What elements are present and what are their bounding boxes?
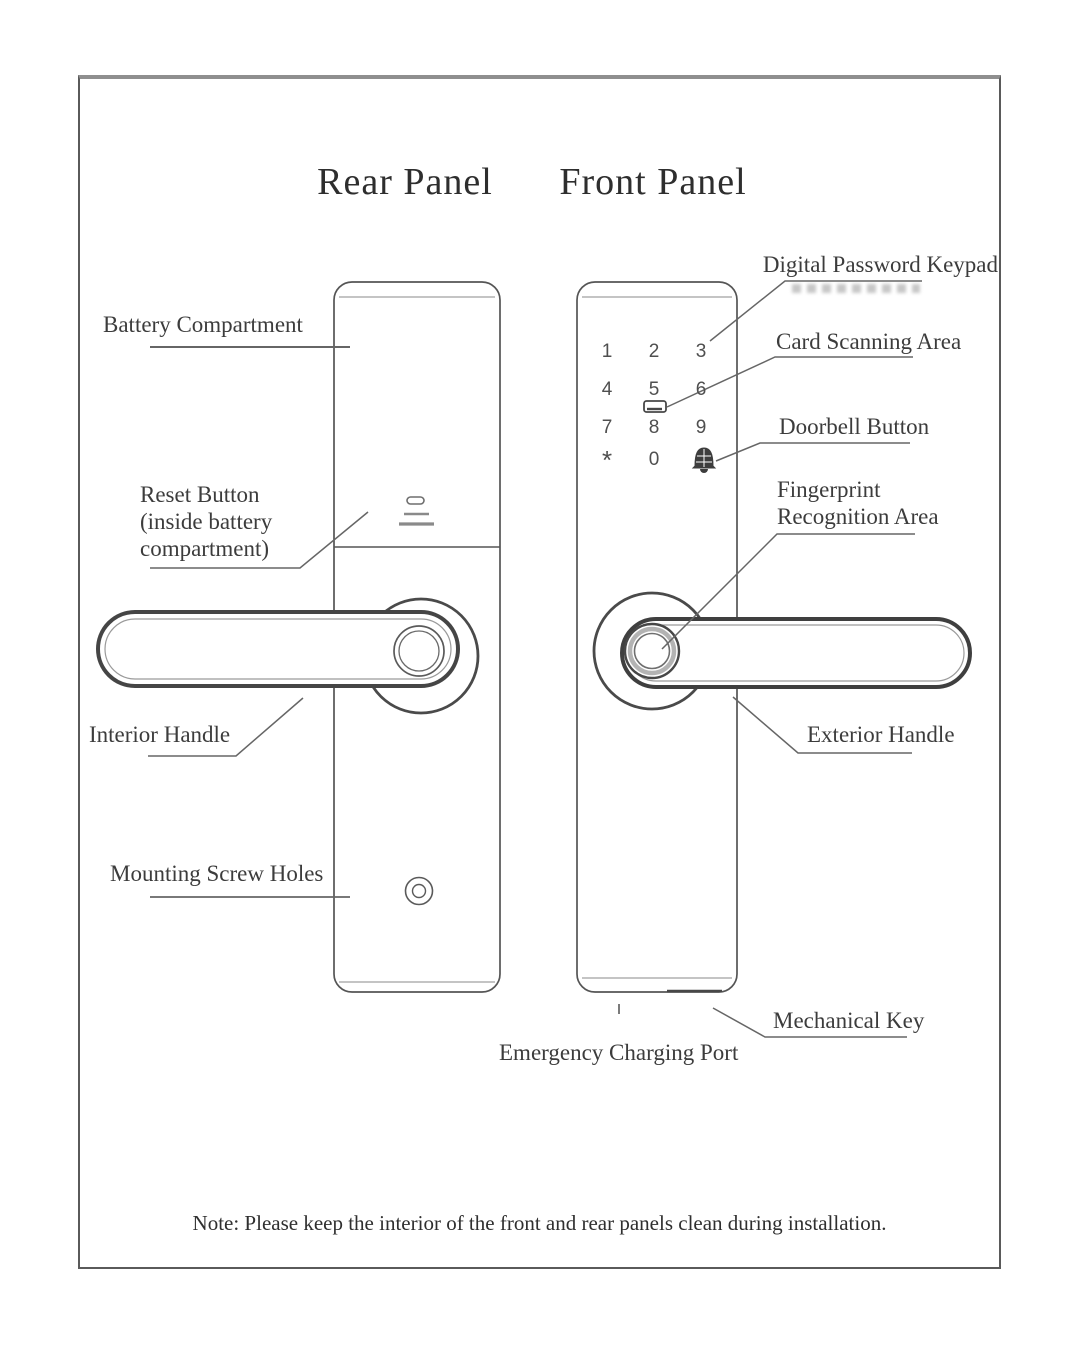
mechanical-key-leader (712, 1007, 907, 1038)
rear-panel (96, 281, 501, 993)
card-icon (643, 400, 667, 413)
doorbell-button-label: Doorbell Button (779, 414, 930, 439)
fingerprint-label-line1: Fingerprint (777, 477, 881, 502)
keypad-leader (709, 280, 922, 342)
keypad-key-2: 2 (648, 341, 660, 362)
mounting-screw-holes-label: Mounting Screw Holes (110, 861, 324, 886)
interior-handle-bar (96, 610, 460, 688)
keypad-key-6: 6 (695, 379, 707, 400)
doorbell-icon (691, 447, 717, 473)
exterior-handle-leader (732, 696, 912, 754)
reset-button-label-line3: compartment) (140, 536, 270, 561)
interior-handle-label: Interior Handle (89, 722, 231, 747)
fingerprint-leader (661, 533, 915, 650)
reset-button-label: Reset Button (inside battery compartment… (140, 481, 272, 562)
keypad-key-9: 9 (695, 417, 707, 438)
fingerprint-label-line2: Recognition Area (777, 504, 939, 529)
keypad-key-3: 3 (695, 341, 707, 362)
interior-handle-bar-inner (104, 618, 452, 680)
keypad-key-5: 5 (648, 379, 660, 400)
interior-handle-shape (96, 597, 480, 715)
thumbturn-outer-ring (393, 625, 445, 677)
keypad-key-0: 0 (648, 449, 660, 470)
keypad-key-1: 1 (601, 341, 613, 362)
emergency-charging-port-label: Emergency Charging Port (499, 1040, 739, 1065)
reset-button-label-line2: (inside battery (140, 509, 273, 534)
front-panel (576, 281, 972, 1014)
battery-compartment-label: Battery Compartment (103, 312, 303, 337)
rear-panel-title: Rear Panel (317, 161, 493, 203)
erased-text-artifact (792, 284, 920, 293)
front-panel-title: Front Panel (559, 161, 747, 203)
fingerprint-sensor-icon (623, 622, 681, 680)
installation-note: Note: Please keep the interior of the fr… (192, 1211, 887, 1235)
mechanical-key-label: Mechanical Key (773, 1008, 925, 1033)
exterior-handle-shape (592, 591, 972, 711)
card-scanning-area-label: Card Scanning Area (776, 329, 962, 354)
leader-lines (148, 280, 922, 1038)
reset-leader (150, 511, 369, 569)
diagram-border (78, 75, 1001, 1269)
reset-button-icon (399, 496, 434, 526)
digital-password-keypad-label: Digital Password Keypad (762, 252, 998, 277)
reset-button-label-line1: Reset Button (140, 482, 260, 507)
fingerprint-recognition-label: Fingerprint Recognition Area (777, 476, 939, 530)
interior-handle-leader (148, 697, 304, 757)
exterior-handle-label: Exterior Handle (807, 722, 955, 747)
exterior-handle-bar (620, 617, 972, 689)
card-leader (666, 356, 913, 408)
keypad-key-star: * (601, 445, 613, 475)
doorbell-leader (715, 442, 910, 462)
keypad-key-7: 7 (601, 417, 613, 438)
keypad-key-4: 4 (601, 379, 613, 400)
keypad-key-8: 8 (648, 417, 660, 438)
mounting-screw-hole (404, 876, 434, 906)
thumbturn-inner-ring (398, 630, 440, 672)
